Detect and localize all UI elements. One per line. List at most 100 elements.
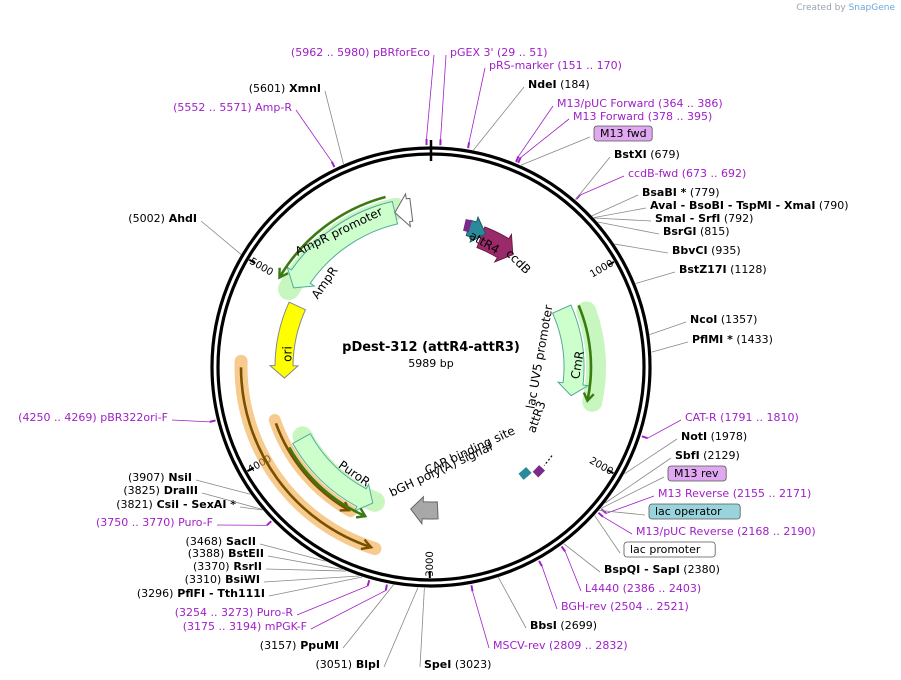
site-label-part: DraIII (160, 484, 198, 497)
leader-line (295, 109, 333, 162)
site-label-part: BstZ17I (679, 263, 727, 276)
orange-line-outer (239, 367, 372, 549)
site-label-part: AhdI (165, 212, 197, 225)
enzyme-label: BspQI - SapI (2380) (604, 563, 720, 576)
puror-thin-line-head (355, 507, 368, 519)
site-label-part: (2699) (557, 619, 597, 632)
site-label-part: (673 .. 692) (678, 167, 746, 180)
site-label-part: (679) (647, 148, 680, 161)
leader-line (594, 515, 621, 554)
ccdb-arrow (476, 226, 514, 263)
site-label-part: BbsI (530, 619, 557, 632)
ori-label: ori (281, 346, 295, 362)
feature-tag-box (648, 503, 741, 520)
feature-tag-box (667, 465, 727, 482)
leader-line (498, 577, 527, 629)
enzyme-label: NcoI (1357) (690, 313, 757, 326)
primer-label: ccdB-fwd (673 .. 692) (628, 167, 746, 180)
primer-label: M13 Forward (378 .. 395) (573, 110, 712, 123)
ori-arrow (268, 301, 307, 379)
enzyme-label: (3468) SacII (186, 535, 256, 548)
primer-label: BGH-rev (2504 .. 2521) (561, 600, 689, 613)
enzyme-label: (3825) DraIII (123, 484, 198, 497)
leader-line (171, 419, 210, 423)
orange-line-inner (274, 422, 350, 512)
site-label-part: (815) (696, 225, 729, 238)
primer-label: (3254 .. 3273) Puro-R (175, 606, 294, 619)
primer-tick (597, 512, 604, 518)
site-label-part: - TspMI (724, 199, 772, 212)
site-label-part: NsiI (165, 471, 192, 484)
puror-thin-line (288, 446, 366, 518)
leader-line (342, 584, 394, 649)
primer-tick (515, 156, 520, 163)
site-label-part: BsiWI (221, 573, 260, 586)
site-label-part: MSCV-rev (493, 639, 546, 652)
site-label-part: pRS-marker (489, 59, 554, 72)
leader-line (239, 506, 263, 511)
site-label-part: (364 .. 386) (655, 97, 723, 110)
leader-line (419, 587, 425, 668)
feature-tag-label: M13 rev (674, 467, 719, 480)
leader-line (195, 479, 251, 495)
puror-arrow (292, 433, 374, 512)
site-label-part: (3157) (260, 639, 297, 652)
site-label-part: PflFI (173, 587, 205, 600)
site-label-part: (378 .. 395) (644, 110, 712, 123)
leader-line (267, 555, 343, 570)
tick-mark (606, 468, 614, 475)
site-label-part: M13/pUC Reverse (636, 525, 734, 538)
feature-tag-label: M13 fwd (600, 127, 647, 140)
primer-tick (209, 419, 216, 423)
primer-label: (5552 .. 5571) Amp-R (173, 101, 292, 114)
site-label-part: (3254 .. 3273) (175, 606, 254, 619)
enzyme-label: BstZ17I (1128) (679, 263, 767, 276)
enzyme-label: AvaI - BsoBI - TspMI - XmaI (790) (650, 199, 849, 212)
site-label-part: - Tth111I (205, 587, 265, 600)
leader-line (296, 585, 368, 616)
leader-line (310, 590, 386, 630)
leader-line (575, 156, 611, 200)
enzyme-label: (3051) BlpI (315, 658, 380, 671)
site-label-part: BstXI (614, 148, 647, 161)
site-label-part: (779) (686, 186, 719, 199)
enzyme-label: BsaBI * (779) (642, 186, 720, 199)
enzyme-label: (3388) BstEII (188, 547, 264, 560)
leader-line (580, 175, 625, 196)
tick-label: 3000 (425, 551, 436, 577)
site-label-part: (184) (557, 78, 590, 91)
site-label-part: (5962 .. 5980) (291, 46, 370, 59)
primer-label: (5962 .. 5980) pBRforEco (291, 46, 430, 59)
enzyme-label: PflMI * (1433) (692, 333, 773, 346)
site-label-part: (3051) (315, 658, 352, 671)
bgh-label: bGH poly(A) signal (387, 440, 494, 500)
site-label-part: L4440 (585, 582, 619, 595)
credit: Created by SnapGene (796, 3, 895, 13)
site-label-part: ccdB-fwd (628, 167, 678, 180)
cmr-label: CmR (568, 350, 587, 380)
site-label-part: XmnI (285, 82, 321, 95)
orange-line-outer-head (360, 538, 374, 551)
site-label-part: PpuMI (296, 639, 339, 652)
ampr-thin-line-head (278, 267, 289, 280)
primer-tick (366, 579, 371, 587)
leader-line (472, 591, 490, 649)
site-label-part: (2380) (680, 563, 720, 576)
cmr-thin-line (577, 304, 593, 402)
site-label-part: - SexAI * (179, 498, 236, 511)
site-label-part: NotI (681, 430, 707, 443)
site-label-part: (2155 .. 2171) (729, 487, 811, 500)
leader-line (518, 105, 554, 157)
site-label-part: (5601) (249, 82, 286, 95)
site-label-part: BlpI (352, 658, 380, 671)
plasmid-length: 5989 bp (408, 357, 453, 370)
leader-line (594, 217, 652, 222)
site-label-part: (3750 .. 3770) (96, 516, 175, 529)
enzyme-label: (3310) BsiWI (185, 573, 260, 586)
feature-tag-box (593, 125, 653, 142)
site-label-part: - XmaI (772, 199, 816, 212)
leader-line (324, 90, 344, 165)
leader-line (520, 136, 591, 166)
feature-tag-label: lac operator (655, 505, 722, 518)
leader-line (605, 495, 655, 514)
